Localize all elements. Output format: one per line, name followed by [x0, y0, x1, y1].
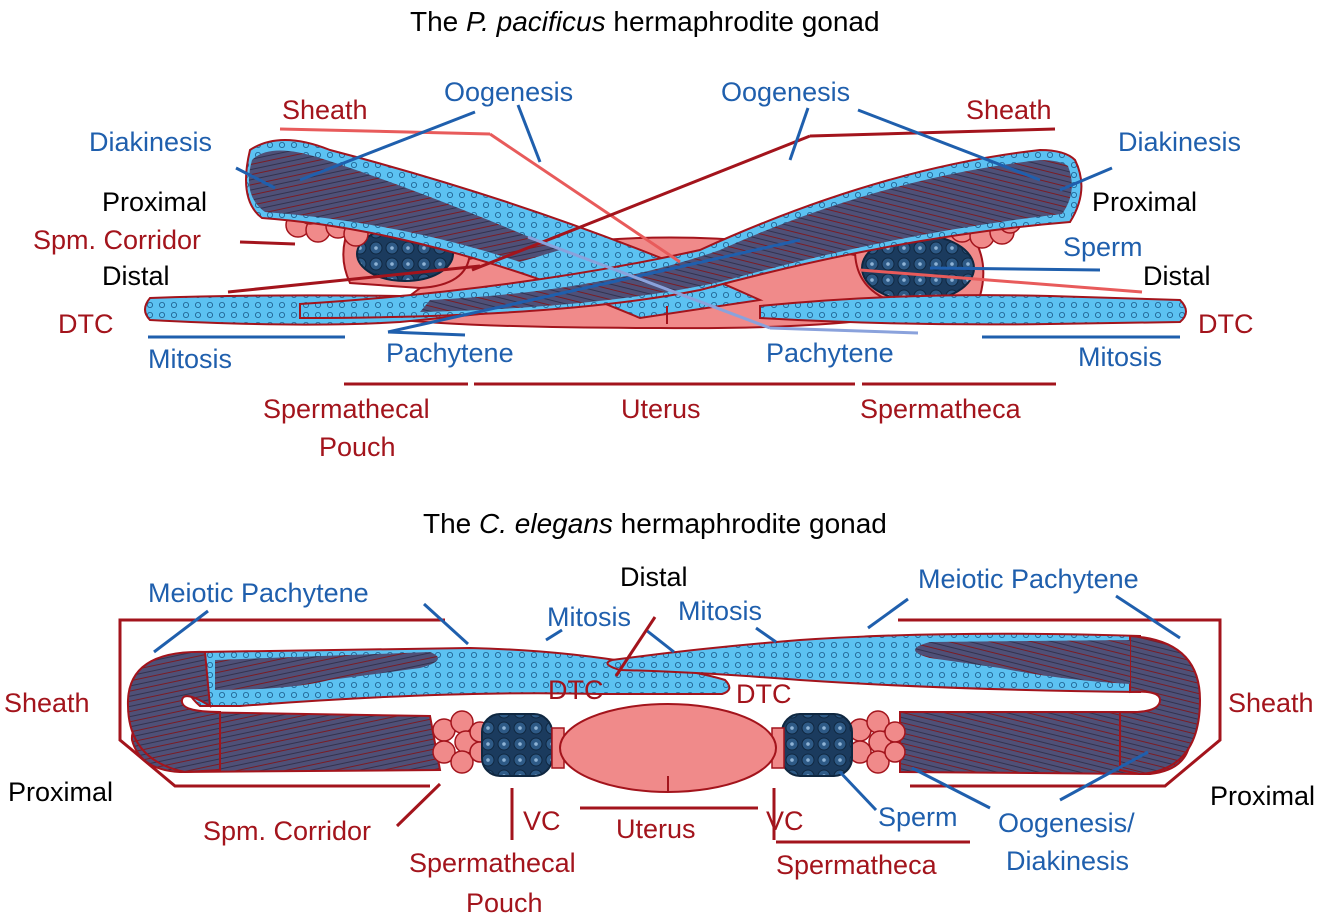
ce-label-sheath-right: Sheath — [1228, 688, 1314, 718]
ce-label-proximal-left: Proximal — [8, 777, 113, 807]
pp-labels: Sheath Oogenesis Oogenesis Sheath Diakin… — [33, 77, 1254, 462]
top-title: The P. pacificus hermaphrodite gonad — [410, 6, 880, 38]
pp-label-uterus: Uterus — [621, 394, 701, 424]
ce-label-sperm: Sperm — [878, 802, 958, 832]
bottom-title-suffix: hermaphrodite gonad — [612, 508, 887, 539]
ce-left-bend — [126, 650, 221, 774]
ce-label-vc-left: VC — [523, 806, 561, 836]
ce-label-uterus: Uterus — [616, 814, 696, 844]
pp-label-spermathecal-line1: Spermathecal — [263, 394, 430, 424]
pp-label-spm-corridor: Spm. Corridor — [33, 225, 201, 255]
pp-label-dtc-right: DTC — [1198, 309, 1254, 339]
ce-labels: Distal Meiotic Pachytene Meiotic Pachyte… — [4, 562, 1315, 917]
ce-label-mitosis-left: Mitosis — [547, 602, 631, 632]
pp-distal-arm-right — [759, 294, 1187, 326]
pp-label-distal-left: Distal — [102, 261, 170, 291]
ce-label-spermathecal-line2: Pouch — [466, 888, 543, 917]
pp-label-sperm: Sperm — [1063, 232, 1143, 262]
ce-gonad-illustration — [118, 618, 1222, 793]
bottom-title: The C. elegans hermaphrodite gonad — [423, 508, 887, 540]
pp-label-dtc-left: DTC — [58, 309, 114, 339]
pp-label-mitosis-right: Mitosis — [1078, 342, 1162, 372]
ce-label-vc-right: VC — [766, 806, 804, 836]
pp-label-diakinesis-left: Diakinesis — [89, 127, 212, 157]
top-title-prefix: The — [410, 6, 467, 37]
top-title-suffix: hermaphrodite gonad — [605, 6, 880, 37]
pp-label-pachytene-left: Pachytene — [386, 338, 514, 368]
pp-label-proximal-right: Proximal — [1092, 187, 1197, 217]
ce-label-dtc-left: DTC — [548, 675, 604, 705]
pp-label-sheath-left: Sheath — [282, 95, 368, 125]
pp-label-pachytene-right: Pachytene — [766, 338, 894, 368]
ce-sheath-bracket-right — [898, 618, 1222, 788]
bottom-title-species: C. elegans — [479, 508, 613, 539]
ce-sheath-bracket-left — [118, 618, 445, 788]
ce-sperm-pouch-left — [481, 713, 553, 777]
ce-sperm-pouch-right — [781, 713, 853, 777]
ce-label-distal: Distal — [620, 562, 688, 592]
pp-label-proximal-left: Proximal — [102, 187, 207, 217]
pp-leader-lines — [148, 104, 1180, 386]
top-title-species: P. pacificus — [466, 6, 606, 37]
ce-label-proximal-right: Proximal — [1210, 781, 1315, 811]
pp-label-sheath-right: Sheath — [966, 95, 1052, 125]
ce-right-bend — [1119, 634, 1202, 776]
ce-label-dtc-right: DTC — [736, 679, 792, 709]
pp-label-spermathecal-line2: Pouch — [319, 432, 396, 462]
ce-left-pachytene-fingers — [215, 652, 438, 690]
ce-label-sheath-left: Sheath — [4, 688, 90, 718]
ce-label-spm-corridor: Spm. Corridor — [203, 816, 371, 846]
ce-leader-lines — [153, 594, 1181, 844]
pp-label-mitosis-left: Mitosis — [148, 344, 232, 374]
ce-label-mitosis-right: Mitosis — [678, 596, 762, 626]
pp-label-oogenesis-left: Oogenesis — [444, 77, 573, 107]
ce-label-meiotic-pachytene-left: Meiotic Pachytene — [148, 578, 369, 608]
bottom-title-prefix: The — [423, 508, 480, 539]
pp-label-distal-right: Distal — [1143, 261, 1211, 291]
pp-label-diakinesis-right: Diakinesis — [1118, 127, 1241, 157]
ce-spm-corridor-spheres-right — [848, 710, 906, 774]
pp-label-oogenesis-right: Oogenesis — [721, 77, 850, 107]
ce-label-oogenesis-line1: Oogenesis/ — [998, 808, 1135, 838]
ce-label-oogenesis-line2: Diakinesis — [1006, 846, 1129, 876]
ce-label-spermatheca: Spermatheca — [776, 850, 938, 880]
ce-right-pachytene-fingers — [915, 640, 1130, 684]
ce-label-meiotic-pachytene-right: Meiotic Pachytene — [918, 564, 1139, 594]
pp-label-spermatheca: Spermatheca — [860, 394, 1022, 424]
pp-gonad-illustration — [144, 139, 1187, 330]
pp-arm-right-oocytes — [420, 160, 1072, 312]
pp-arm-left-oocytes — [248, 150, 560, 262]
ce-label-spermathecal-line1: Spermathecal — [409, 848, 576, 878]
